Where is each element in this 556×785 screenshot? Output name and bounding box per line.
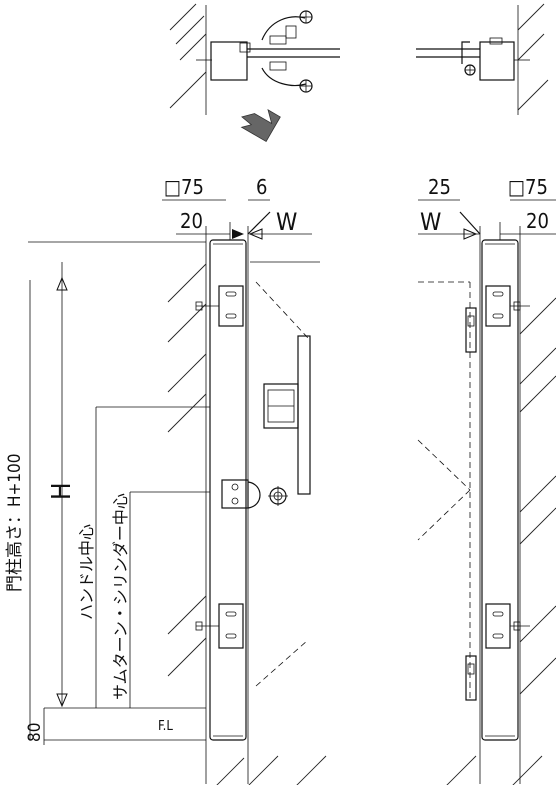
left-post-size-label: □75 [164, 175, 204, 199]
left-gap-label: 6 [256, 175, 267, 199]
left-wall-hatch [167, 263, 327, 785]
base-offset-label: 80 [25, 723, 45, 742]
floor-level-label: F.L [158, 719, 173, 734]
right-post-size-label: □75 [508, 175, 548, 199]
right-wall-hatch [446, 297, 556, 785]
post-height-label: 門柱高さ：H+100 [5, 453, 25, 592]
right-clearance-label: 20 [526, 209, 549, 233]
thumbturn-center-label: サムターン・シリンダー中心 [111, 493, 130, 700]
left-gate-width-label: W [276, 208, 297, 236]
left-clearance-label: 20 [180, 209, 203, 233]
plan-view-right [416, 3, 549, 115]
right-gap-label: 25 [428, 175, 451, 199]
open-direction-arrow-icon [240, 109, 281, 143]
right-elevation [417, 199, 556, 784]
gate-height-label: H [47, 482, 77, 500]
left-elevation [28, 199, 320, 784]
plan-view-left [169, 3, 340, 143]
right-gate-width-label: W [420, 208, 441, 236]
handle-center-label: ハンドル中心 [77, 524, 96, 620]
